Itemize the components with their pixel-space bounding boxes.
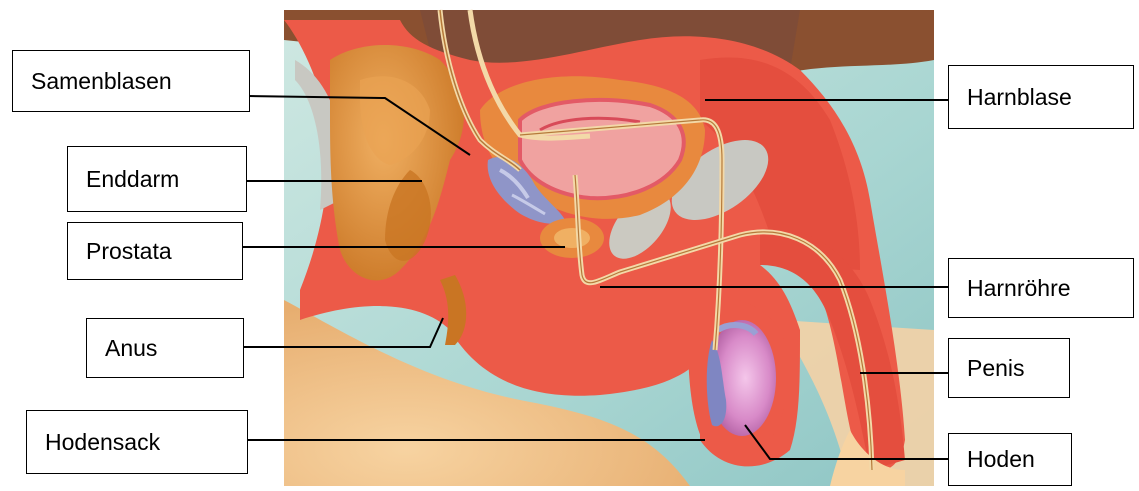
label-penis: Penis (948, 338, 1070, 398)
label-hodensack: Hodensack (26, 410, 248, 474)
label-anus: Anus (86, 318, 244, 378)
label-prostata: Prostata (67, 222, 243, 280)
label-samenblasen: Samenblasen (12, 50, 250, 112)
prostate (540, 218, 604, 258)
label-harnroehre: Harnröhre (948, 258, 1134, 318)
label-hoden: Hoden (948, 433, 1072, 486)
label-enddarm: Enddarm (67, 146, 247, 212)
label-harnblase: Harnblase (948, 65, 1134, 129)
